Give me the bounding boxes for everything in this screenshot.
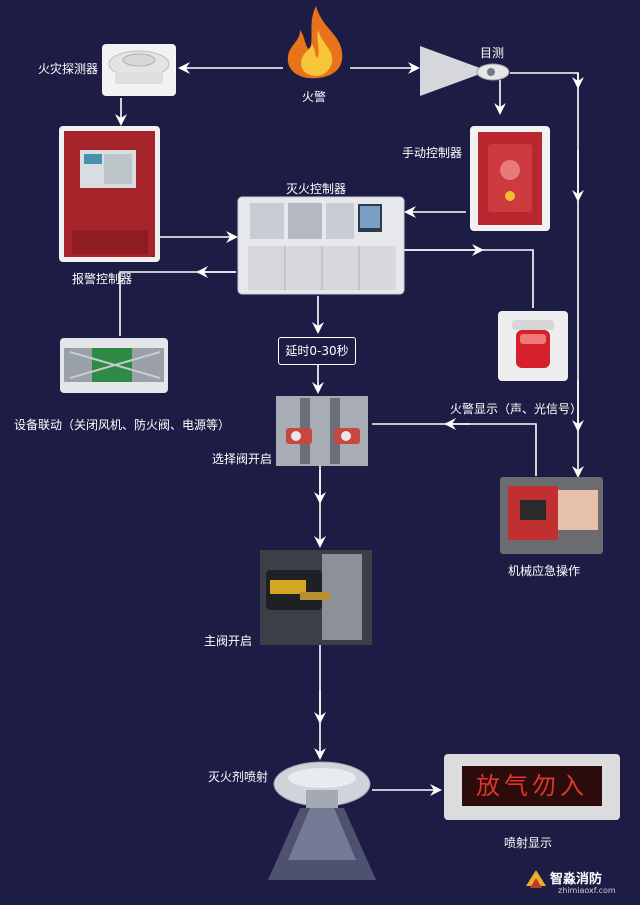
- extinguishing-control-console: [237, 196, 405, 295]
- mechanical-emergency-image: [500, 477, 603, 554]
- selector-valve-image: [276, 396, 368, 466]
- spray-mist: [268, 808, 376, 880]
- nozzle-icon: [273, 761, 371, 808]
- label-linkage: 设备联动（关闭风机、防火阀、电源等）: [14, 418, 231, 432]
- delay-box: 延时0-30秒: [278, 337, 356, 365]
- eye-icon: [420, 46, 510, 96]
- label-alarm-display: 火警显示（声、光信号）: [450, 402, 583, 416]
- label-mechanical: 机械应急操作: [508, 564, 581, 578]
- label-spray-display: 喷射显示: [504, 836, 553, 850]
- watermark-name: 智淼消防: [550, 872, 603, 887]
- spray-display-sign: 放气勿入: [444, 754, 620, 820]
- alarm-strobe-icon: [498, 311, 568, 381]
- label-select-valve: 选择阀开启: [212, 452, 273, 466]
- sign-text: 放气勿入: [462, 766, 602, 806]
- watermark-url: zhimiaoxf.com: [558, 886, 616, 895]
- flame-icon: [287, 6, 343, 79]
- label-extinguish-controller: 灭火控制器: [286, 182, 347, 196]
- linkage-equipment-image: [60, 338, 168, 393]
- label-spray: 灭火剂喷射: [208, 770, 269, 784]
- watermark: 智淼消防 zhimiaoxf.com: [528, 866, 634, 902]
- label-fire-alarm: 火警: [302, 90, 327, 104]
- main-valve-image: [260, 550, 372, 645]
- label-smoke-detector: 火灾探测器: [38, 62, 99, 76]
- label-manual-controller: 手动控制器: [402, 146, 463, 160]
- smoke-detector-icon: [102, 44, 176, 96]
- label-alarm-controller: 报警控制器: [72, 272, 133, 286]
- watermark-logo-icon: [526, 870, 546, 888]
- alarm-controller-cabinet: [59, 126, 160, 262]
- manual-controller-box: [470, 126, 550, 231]
- label-main-valve: 主阀开启: [204, 634, 253, 648]
- label-visual: 目测: [480, 46, 505, 60]
